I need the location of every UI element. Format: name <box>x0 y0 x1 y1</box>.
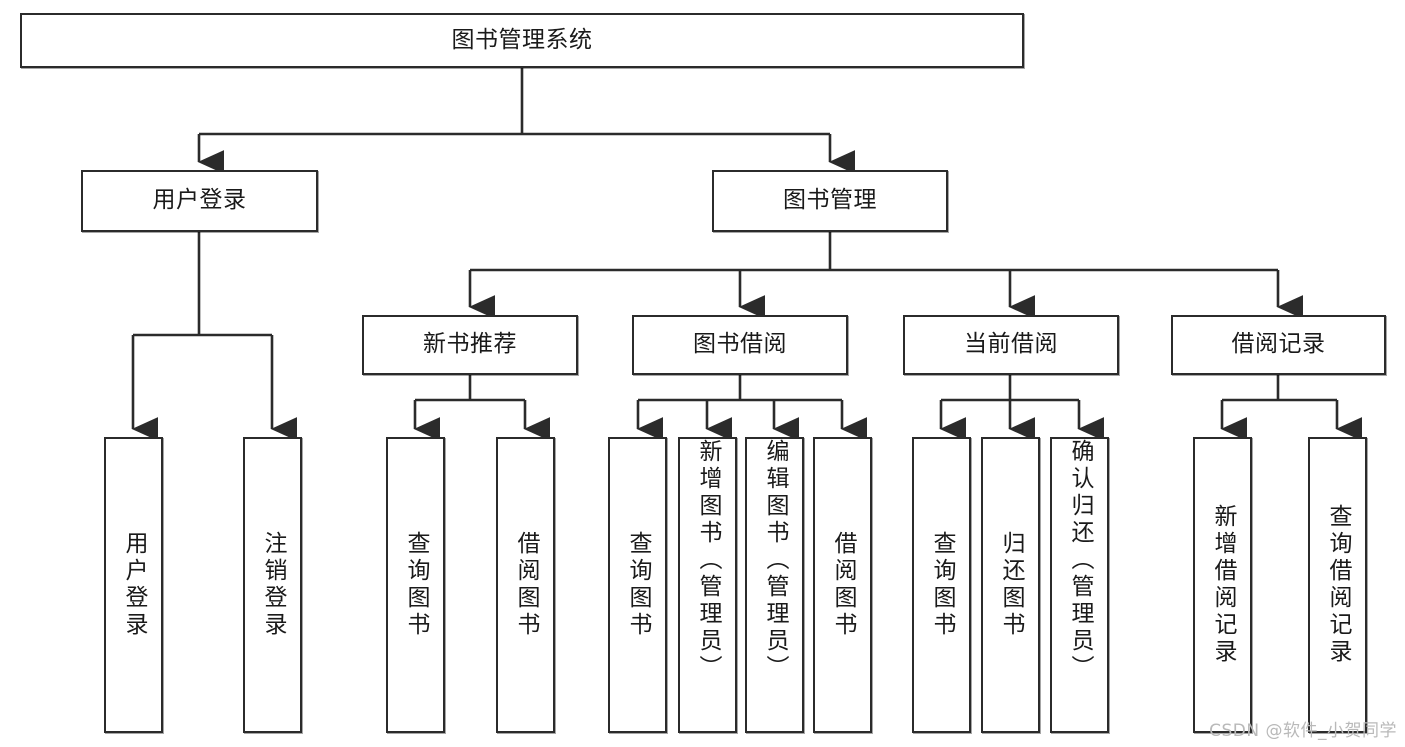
leaf-borrow-record-2[interactable]: 查询借阅记录 <box>1308 437 1367 733</box>
node-label: 注销登录 <box>260 531 286 639</box>
node-borrow-record[interactable]: 借阅记录 <box>1171 315 1386 375</box>
node-label: 归还图书 <box>998 531 1024 639</box>
node-label: 图书管理 <box>783 187 877 214</box>
leaf-user-login-2[interactable]: 注销登录 <box>243 437 302 733</box>
leaf-book-borrow-2[interactable]: 新增图书（管理员） <box>678 437 737 733</box>
node-label: 确认归还（管理员） <box>1067 439 1093 682</box>
node-label: 编辑图书（管理员） <box>762 439 788 682</box>
leaf-book-borrow-3[interactable]: 编辑图书（管理员） <box>745 437 804 733</box>
node-book-borrow[interactable]: 图书借阅 <box>632 315 848 375</box>
leaf-book-borrow-4[interactable]: 借阅图书 <box>813 437 872 733</box>
leaf-current-borrow-3[interactable]: 确认归还（管理员） <box>1050 437 1109 733</box>
node-label: 查询图书 <box>625 531 651 639</box>
node-label: 用户登录 <box>152 187 247 214</box>
leaf-book-borrow-1[interactable]: 查询图书 <box>608 437 667 733</box>
node-book-management[interactable]: 图书管理 <box>712 170 948 232</box>
node-new-book-recommend[interactable]: 新书推荐 <box>362 315 578 375</box>
node-root-system[interactable]: 图书管理系统 <box>20 13 1024 68</box>
node-label: 查询图书 <box>929 531 955 639</box>
node-user-login[interactable]: 用户登录 <box>81 170 318 232</box>
leaf-current-borrow-1[interactable]: 查询图书 <box>912 437 971 733</box>
leaf-current-borrow-2[interactable]: 归还图书 <box>981 437 1040 733</box>
node-label: 图书借阅 <box>693 331 787 358</box>
node-current-borrow[interactable]: 当前借阅 <box>903 315 1119 375</box>
node-label: 借阅图书 <box>830 531 856 639</box>
node-label: 查询借阅记录 <box>1325 504 1351 666</box>
leaf-new-book-2[interactable]: 借阅图书 <box>496 437 555 733</box>
node-label: 新书推荐 <box>423 331 517 358</box>
node-label: 借阅记录 <box>1231 331 1326 358</box>
node-label: 用户登录 <box>121 531 147 639</box>
node-label: 借阅图书 <box>513 531 539 639</box>
node-label: 新增图书（管理员） <box>695 439 721 682</box>
leaf-user-login-1[interactable]: 用户登录 <box>104 437 163 733</box>
leaf-borrow-record-1[interactable]: 新增借阅记录 <box>1193 437 1252 733</box>
node-label: 图书管理系统 <box>451 26 593 53</box>
node-label: 查询图书 <box>403 531 429 639</box>
node-label: 新增借阅记录 <box>1210 504 1236 666</box>
leaf-new-book-1[interactable]: 查询图书 <box>386 437 445 733</box>
node-label: 当前借阅 <box>964 331 1058 358</box>
